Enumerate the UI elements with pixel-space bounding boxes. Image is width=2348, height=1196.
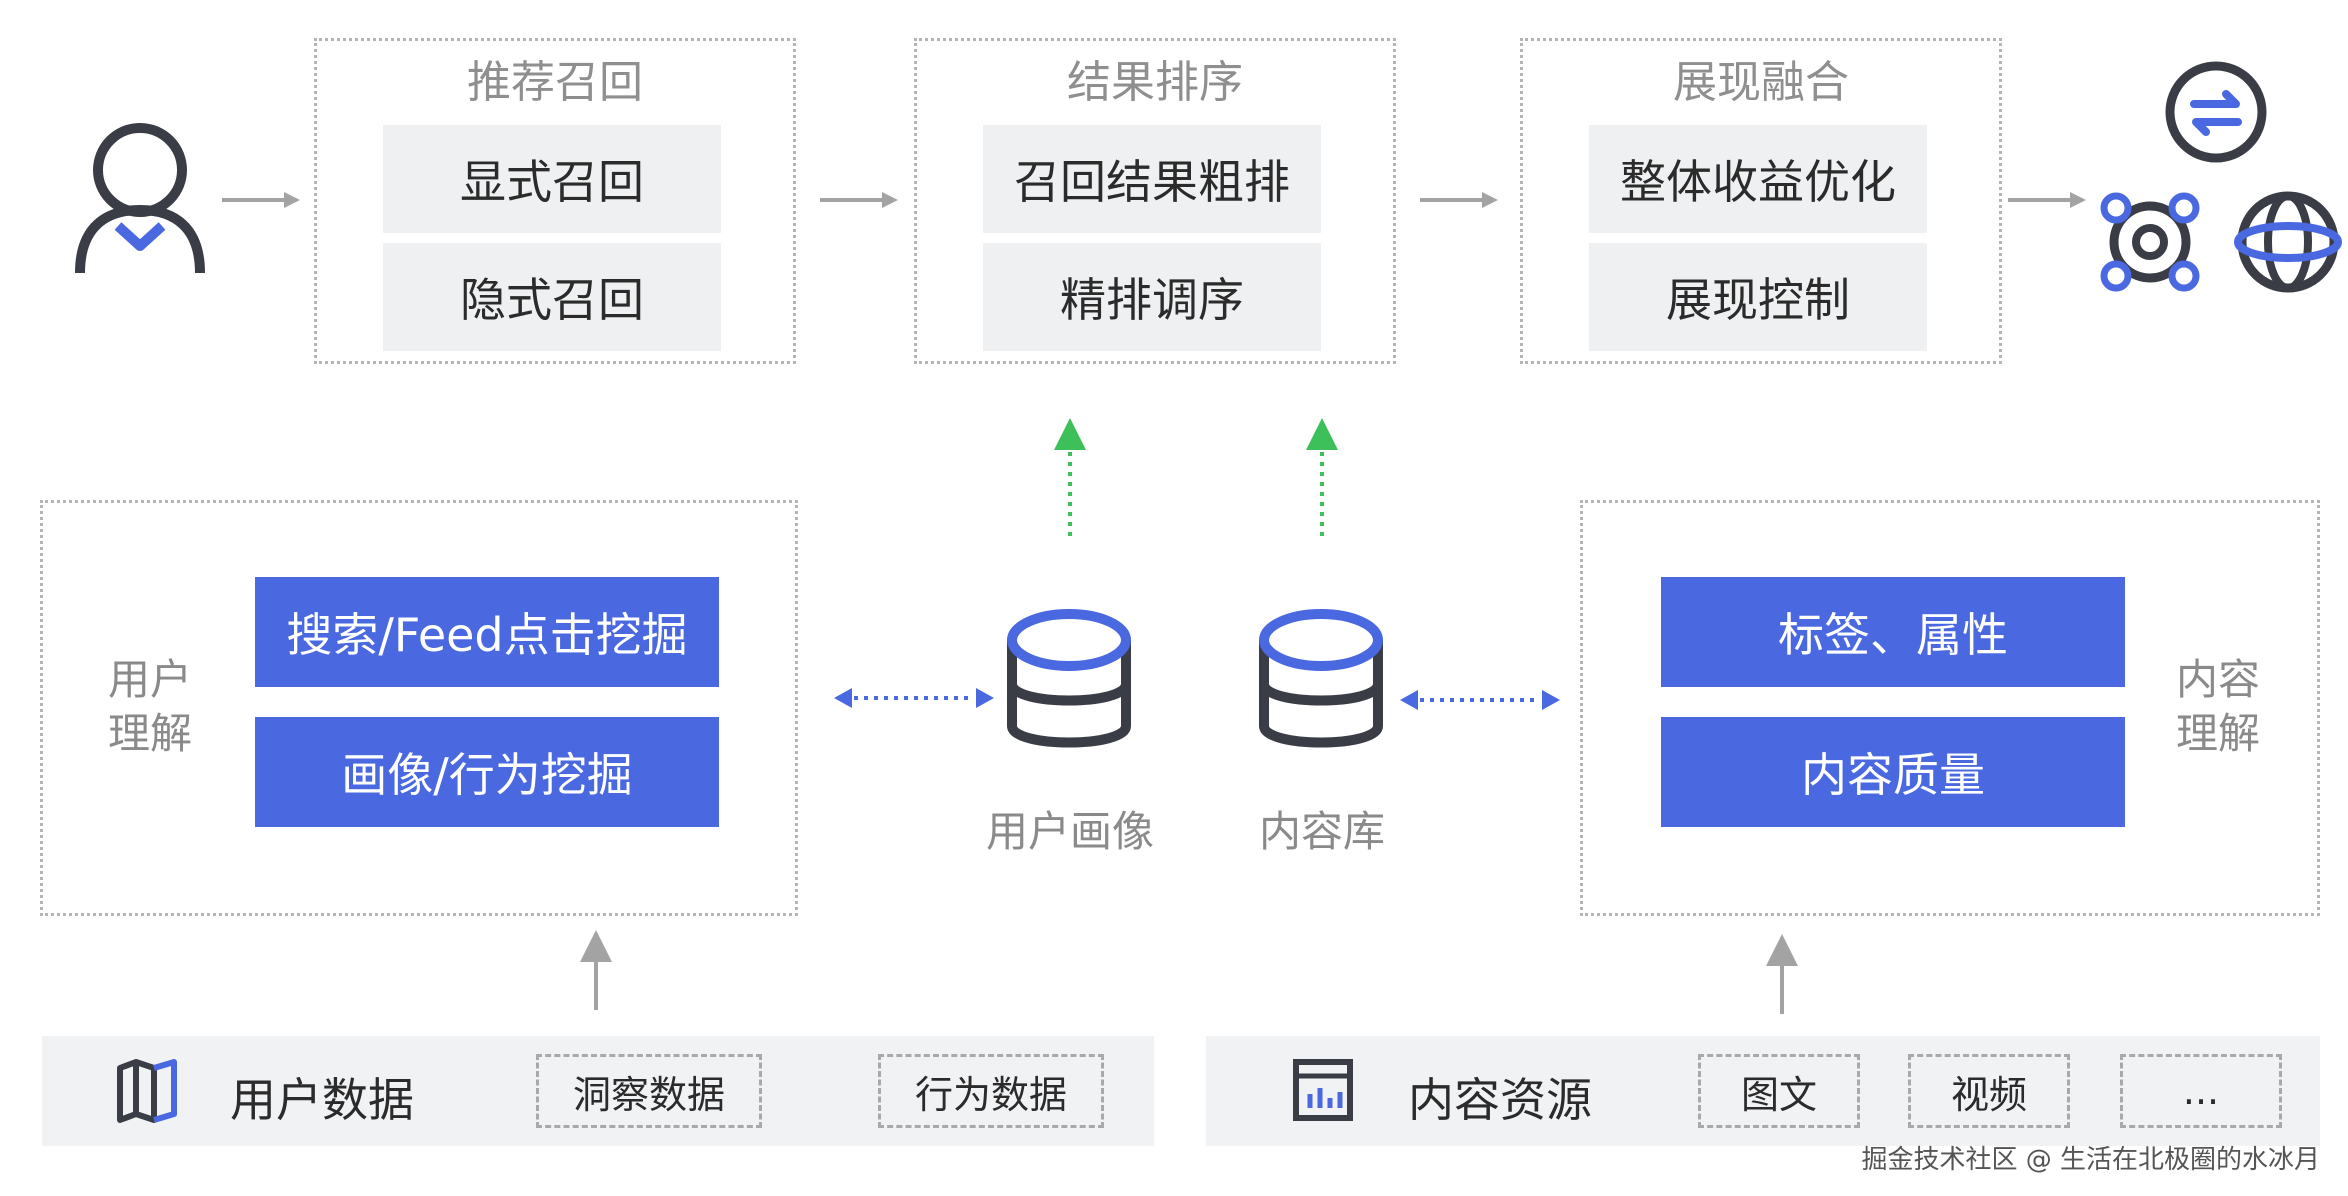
display-control-box: 展现控制 — [1589, 243, 1927, 351]
stage-fusion: 展现融合 整体收益优化 展现控制 — [1520, 38, 2002, 364]
arrow-content-resources-up — [1766, 934, 1798, 1014]
user-profile-database-icon — [1007, 609, 1131, 748]
arrow-profile-to-ranking — [1054, 418, 1086, 536]
video-chip: 视频 — [1908, 1054, 2070, 1128]
globe-icon — [2234, 191, 2342, 293]
arrow-user-data-up — [580, 930, 612, 1010]
arrow-recall-to-ranking — [820, 192, 898, 208]
stage-ranking-title: 结果排序 — [1067, 57, 1243, 108]
stage-recall: 推荐召回 显式召回 隐式召回 — [314, 38, 796, 364]
content-quality-box: 内容质量 — [1661, 717, 2125, 827]
user-icon — [75, 123, 205, 274]
behavior-data-chip: 行为数据 — [878, 1054, 1104, 1128]
overall-benefit-box: 整体收益优化 — [1589, 125, 1927, 233]
user-data-panel: 用户数据 洞察数据 行为数据 — [42, 1036, 1154, 1146]
arrow-user-to-recall — [222, 192, 300, 208]
implicit-recall-box: 隐式召回 — [383, 243, 721, 351]
user-understanding-section: 用户 理解 搜索/Feed点击挖掘 画像/行为挖掘 — [40, 500, 798, 916]
user-understanding-label-line1: 用户 — [107, 655, 192, 704]
user-understanding-label: 用户 理解 — [95, 653, 205, 761]
arrow-content-to-ranking — [1306, 418, 1338, 536]
stage-recall-title: 推荐召回 — [467, 57, 643, 108]
map-icon — [117, 1059, 177, 1123]
arrow-fusion-to-output — [2008, 192, 2086, 208]
tags-attributes-box: 标签、属性 — [1661, 577, 2125, 687]
image-text-chip: 图文 — [1698, 1054, 1860, 1128]
insight-data-chip: 洞察数据 — [536, 1054, 762, 1128]
arrow-content-library-understanding — [1400, 690, 1560, 710]
content-understanding-section: 标签、属性 内容质量 内容 理解 — [1580, 500, 2320, 916]
search-feed-mining-box: 搜索/Feed点击挖掘 — [255, 577, 719, 687]
user-profile-label: 用户画像 — [985, 807, 1154, 856]
user-data-title: 用户数据 — [230, 1073, 414, 1127]
content-resources-panel: 内容资源 图文 视频 ... — [1206, 1036, 2320, 1146]
stage-ranking: 结果排序 召回结果粗排 精排调序 — [914, 38, 1396, 364]
content-library-label: 内容库 — [1258, 807, 1385, 856]
user-understanding-label-line2: 理解 — [107, 709, 192, 758]
more-chip: ... — [2120, 1054, 2282, 1128]
content-understanding-label: 内容 理解 — [2163, 653, 2273, 761]
explicit-recall-box: 显式召回 — [383, 125, 721, 233]
watermark: 掘金技术社区 @ 生活在北极圈的水冰月 — [1861, 1145, 2320, 1175]
content-resources-title: 内容资源 — [1408, 1073, 1592, 1127]
profile-behavior-mining-box: 画像/行为挖掘 — [255, 717, 719, 827]
fine-ranking-box: 精排调序 — [983, 243, 1321, 351]
stage-fusion-title: 展现融合 — [1673, 57, 1849, 108]
content-understanding-label-line2: 理解 — [2175, 709, 2260, 758]
content-library-database-icon — [1259, 609, 1383, 748]
chart-icon — [1293, 1059, 1353, 1121]
network-icon — [2100, 192, 2200, 292]
coarse-ranking-box: 召回结果粗排 — [983, 125, 1321, 233]
arrow-ranking-to-fusion — [1420, 192, 1498, 208]
content-understanding-label-line1: 内容 — [2175, 655, 2260, 704]
arrow-user-understanding-profile — [834, 688, 994, 708]
exchange-icon — [2165, 61, 2267, 163]
